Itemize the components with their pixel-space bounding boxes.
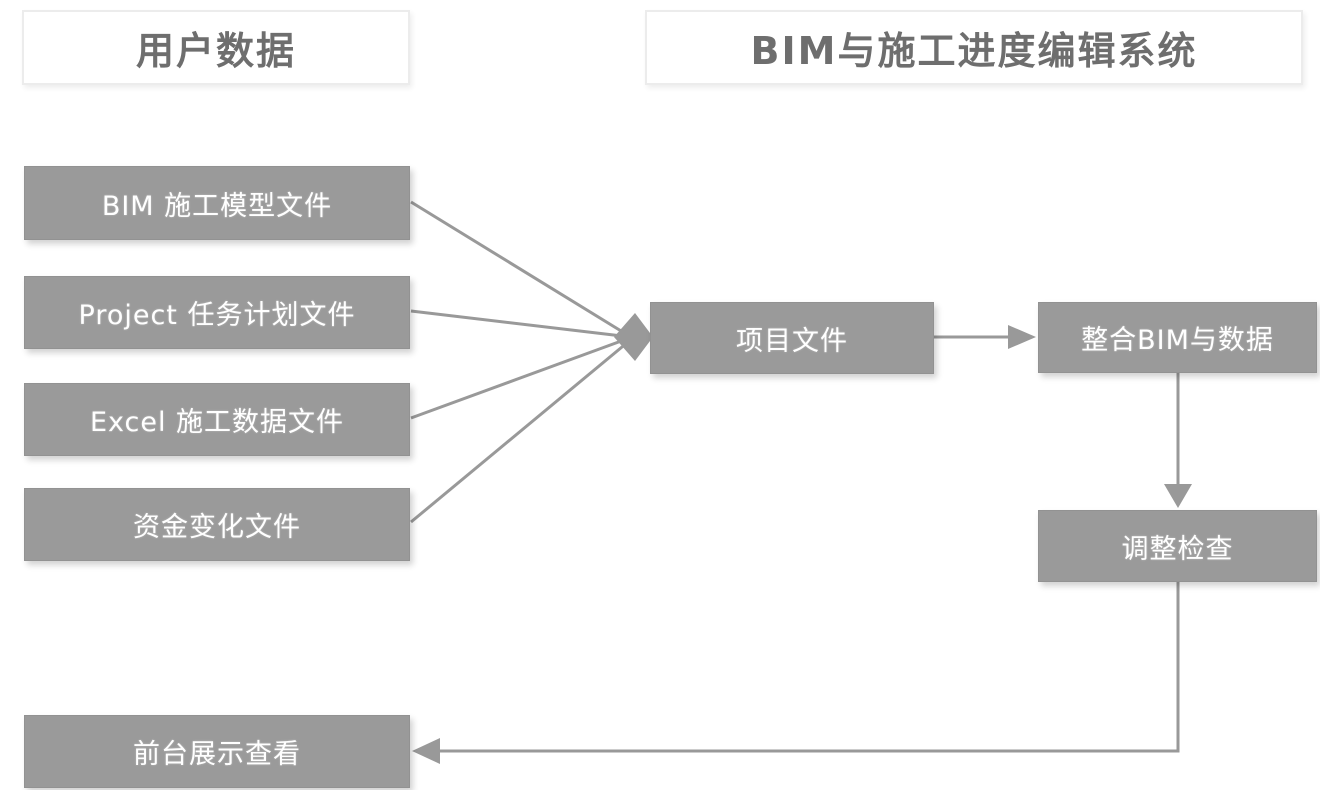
arrow-line-adjust-check-to-frontend <box>438 582 1180 753</box>
node-frontend-display-label: 前台展示查看 <box>133 739 301 770</box>
arrowhead-left-icon <box>412 738 440 764</box>
arrowhead-converge-right-icon <box>614 313 653 361</box>
node-integrate-bim-data-label: 整合BIM与数据 <box>1081 325 1274 356</box>
node-excel-data-file-label: Excel 施工数据文件 <box>89 407 345 438</box>
arrow-line-bim-model-to-project-file <box>410 200 627 336</box>
arrowhead-right-icon <box>1008 325 1036 349</box>
arrow-line-excel-data-to-project-file <box>410 338 625 420</box>
arrow-line-funding-to-project-file <box>410 340 629 524</box>
node-excel-data-file: Excel 施工数据文件 <box>24 383 410 456</box>
header-user-data-label: 用户数据 <box>135 29 296 73</box>
node-bim-model-file: BIM 施工模型文件 <box>24 166 410 240</box>
node-project-plan-file-label: Project 任务计划文件 <box>78 300 356 331</box>
node-integrate-bim-data: 整合BIM与数据 <box>1038 302 1317 373</box>
header-user-data: 用户数据 <box>22 10 410 85</box>
node-project-file: 项目文件 <box>650 302 934 374</box>
node-adjust-check: 调整检查 <box>1038 510 1317 582</box>
node-bim-model-file-label: BIM 施工模型文件 <box>101 190 333 222</box>
header-bim-system-label: BIM与施工进度编辑系统 <box>750 29 1198 73</box>
node-project-plan-file: Project 任务计划文件 <box>24 276 410 349</box>
header-bim-system: BIM与施工进度编辑系统 <box>645 10 1303 85</box>
arrow-line-project-plan-to-project-file <box>410 309 623 338</box>
node-funding-file-label: 资金变化文件 <box>133 512 301 543</box>
node-funding-file: 资金变化文件 <box>24 488 410 561</box>
arrowhead-down-icon <box>1164 484 1192 508</box>
node-project-file-label: 项目文件 <box>736 325 848 357</box>
node-adjust-check-label: 调整检查 <box>1121 533 1234 565</box>
node-frontend-display: 前台展示查看 <box>24 715 410 788</box>
